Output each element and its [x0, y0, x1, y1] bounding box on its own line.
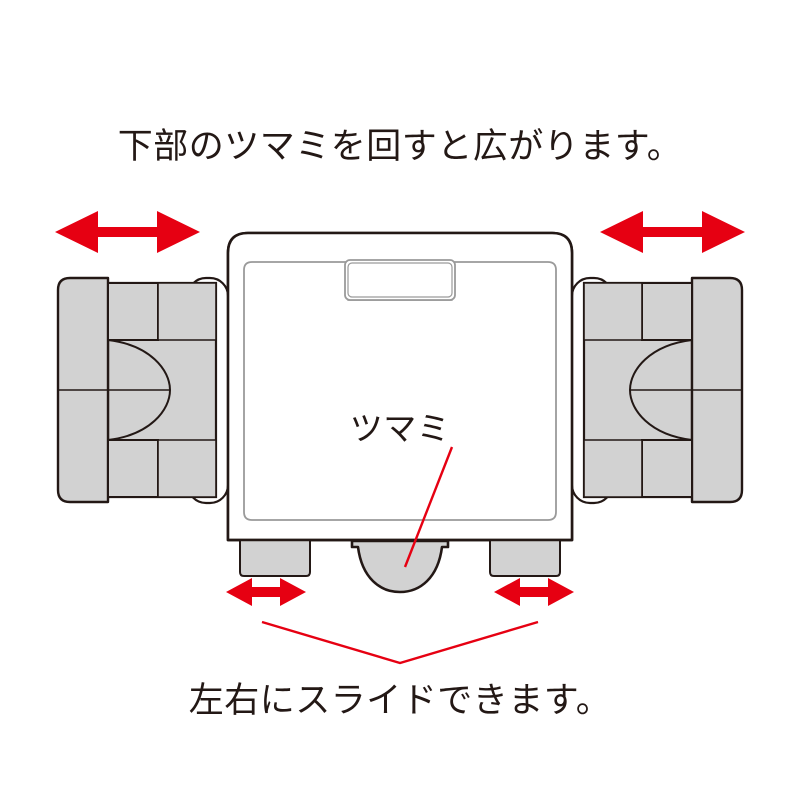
arrow-slide-left: [226, 578, 306, 606]
right-arm: [582, 276, 744, 504]
annotation-leaders: [261, 446, 539, 665]
center-panel: [243, 261, 557, 521]
arrow-slide-right: [494, 578, 574, 606]
top-tab-inner: [347, 262, 453, 298]
caption-top-text: 下部のツマミを回すと広がります。: [117, 127, 683, 167]
knob[interactable]: [350, 539, 450, 594]
leader-knob-line: [403, 446, 454, 568]
right-arm-tab-bottom: [583, 439, 643, 498]
left-arm-tab-top: [157, 282, 217, 341]
annotation-arrows: [55, 211, 745, 606]
foot-right: [489, 539, 561, 577]
left-arm: [56, 276, 218, 504]
right-arm-neck-top: [641, 282, 693, 341]
foot-left: [239, 539, 311, 577]
center-body-foreground: [226, 231, 574, 542]
leader-slide-vee: [261, 620, 539, 665]
left-arm-tab-bottom: [157, 439, 217, 498]
left-arm-neck-top: [107, 282, 159, 341]
arrow-expand-left: [55, 211, 200, 253]
caption-bottom-text: 左右にスライドできます。: [188, 681, 612, 721]
knob-label-text: ツマミ: [349, 409, 451, 448]
base-group: [228, 538, 572, 594]
right-arm-tab-top: [583, 282, 643, 341]
arrow-expand-right: [600, 211, 745, 253]
